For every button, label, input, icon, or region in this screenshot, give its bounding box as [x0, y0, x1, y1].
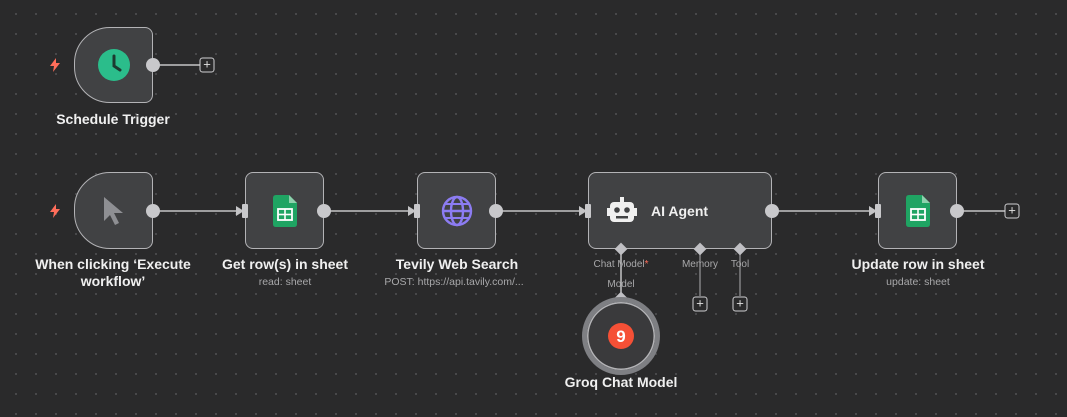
connection-arrowhead [236, 206, 244, 216]
output-port[interactable] [146, 58, 160, 72]
required-mark: * [644, 259, 649, 270]
memory-connector-label: Memory [681, 259, 719, 270]
robot-icon [607, 197, 637, 225]
input-port[interactable] [414, 204, 420, 218]
output-port[interactable] [489, 204, 503, 218]
add-tool-button[interactable]: + [732, 296, 748, 312]
get-rows-subtitle: read: sheet [258, 276, 312, 288]
output-port[interactable] [317, 204, 331, 218]
tavily-subtitle: POST: https://api.tavily.com/... [384, 276, 524, 288]
input-port[interactable] [585, 204, 591, 218]
google-sheets-icon [272, 194, 297, 227]
manual-trigger-node[interactable] [74, 172, 153, 249]
globe-icon [440, 194, 474, 228]
clock-icon [97, 48, 131, 82]
model-connector-label: Model [607, 279, 635, 290]
connection-arrowhead [408, 206, 416, 216]
output-port[interactable] [765, 204, 779, 218]
ai-agent-title: AI Agent [651, 203, 709, 219]
add-node-button[interactable]: + [1004, 203, 1020, 219]
schedule-trigger-node[interactable] [74, 27, 153, 103]
add-node-button[interactable]: + [199, 57, 215, 73]
get-rows-label: Get row(s) in sheet [221, 256, 349, 272]
input-port[interactable] [875, 204, 881, 218]
tool-connector-label: Tool [730, 259, 750, 270]
chat-model-connector-label: Chat Model* [593, 259, 649, 270]
connection-arrowhead [869, 206, 877, 216]
groq-label: Groq Chat Model [564, 374, 678, 390]
cursor-icon [101, 195, 127, 227]
update-row-node[interactable] [878, 172, 957, 249]
get-rows-node[interactable] [245, 172, 324, 249]
tavily-label: Tevily Web Search [395, 256, 519, 272]
output-port[interactable] [950, 204, 964, 218]
manual-trigger-label: When clicking ‘Execute workflow’ [35, 256, 191, 289]
update-row-subtitle: update: sheet [886, 276, 950, 288]
add-memory-button[interactable]: + [692, 296, 708, 312]
input-port[interactable] [242, 204, 248, 218]
tavily-web-search-node[interactable] [417, 172, 496, 249]
ai-agent-node[interactable]: AI Agent [588, 172, 772, 249]
update-row-label: Update row in sheet [851, 256, 985, 272]
groq-icon: 9 [608, 323, 634, 349]
output-port[interactable] [146, 204, 160, 218]
groq-chat-model-node[interactable]: 9 [582, 297, 660, 375]
connection-arrowhead [579, 206, 587, 216]
groq-glyph: 9 [616, 326, 626, 346]
trigger-bolt-icon [50, 58, 60, 72]
trigger-bolt-icon [50, 204, 60, 218]
google-sheets-icon [905, 194, 930, 227]
schedule-trigger-label: Schedule Trigger [56, 111, 170, 127]
